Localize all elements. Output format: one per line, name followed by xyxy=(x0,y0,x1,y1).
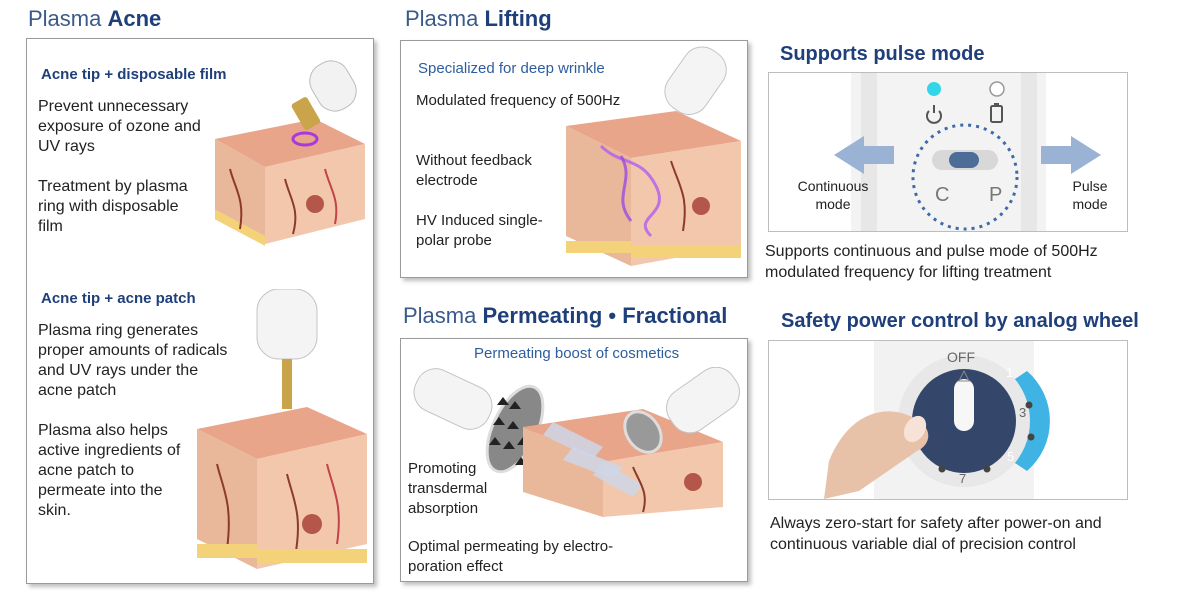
arrow-right-icon xyxy=(1041,136,1101,174)
dial-mark-5: 5 xyxy=(1007,449,1015,464)
continuous-mode-label: Continuous mode xyxy=(797,178,869,212)
permeating-tagline: Permeating boost of cosmetics xyxy=(474,345,680,362)
acne-panel: Acne tip + disposable film Prevent unnec… xyxy=(26,38,374,584)
lifting-point-1: Modulated frequency of 500Hz xyxy=(416,92,621,109)
acne-patch-skin-illustration xyxy=(197,289,367,569)
pulse-section-title: Supports pulse mode xyxy=(780,43,985,65)
permeating-point-2: Optimal permeating by electro-poration e… xyxy=(408,538,614,575)
permeating-panel: Permeating boost of cosmetics Promoting … xyxy=(400,338,748,582)
safety-panel: OFF 1 3 5 7 xyxy=(768,340,1128,500)
acne-patch-point-1: Plasma ring generates proper amounts of … xyxy=(38,322,228,399)
finger-illustration xyxy=(824,411,929,499)
dial-mark-1: 1 xyxy=(1006,365,1014,380)
safety-caption: Always zero-start for safety after power… xyxy=(770,515,1102,553)
lifting-point-2: Without feedback electrode xyxy=(416,152,532,189)
pulse-device-illustration xyxy=(834,73,1101,231)
lifting-panel: Specialized for deep wrinkle Modulated f… xyxy=(400,40,748,278)
lifting-section-title: Plasma Lifting xyxy=(405,6,552,32)
safety-section-title: Safety power control by analog wheel xyxy=(781,310,1139,332)
permeating-section-title: Plasma Permeating • Fractional xyxy=(403,303,727,329)
permeating-title-light: Plasma xyxy=(403,303,477,328)
dial-mark-3: 3 xyxy=(1019,405,1027,420)
acne-title-light: Plasma xyxy=(28,6,102,31)
permeating-point-1: Promoting transdermal absorption xyxy=(408,460,488,517)
dial-off-label: OFF xyxy=(947,349,975,365)
pulse-switch-p: P xyxy=(989,184,1003,206)
pulse-switch-c: C xyxy=(935,184,950,206)
acne-film-point-2: Treatment by plasma ring with disposable… xyxy=(38,178,188,235)
battery-led-icon xyxy=(989,81,1005,97)
lifting-title-bold: Lifting xyxy=(484,6,552,31)
lifting-point-3: HV Induced single-polar probe xyxy=(416,212,543,249)
lifting-title-light: Plasma xyxy=(405,6,479,31)
power-icon xyxy=(926,105,942,124)
mode-switch-knob[interactable] xyxy=(949,152,979,168)
acne-film-skin-illustration xyxy=(215,60,365,246)
acne-title-bold: Acne xyxy=(107,6,162,31)
permeating-title-bold: Permeating • Fractional xyxy=(482,303,728,328)
acne-patch-heading: Acne tip + acne patch xyxy=(41,290,196,307)
acne-patch-point-2: Plasma also helps active ingredients of … xyxy=(38,422,181,519)
pulse-panel: C P Continuous mode Pulse mode xyxy=(768,72,1128,232)
safety-dial-illustration xyxy=(824,341,1050,499)
lifting-tagline: Specialized for deep wrinkle xyxy=(418,60,605,77)
permeating-skin-illustration xyxy=(413,367,740,517)
pulse-mode-label: Pulse mode xyxy=(1072,178,1108,212)
acne-film-point-1: Prevent unnecessary exposure of ozone an… xyxy=(38,98,201,155)
acne-film-heading: Acne tip + disposable film xyxy=(41,66,227,83)
pulse-caption: Supports continuous and pulse mode of 50… xyxy=(765,243,1098,281)
power-led-icon xyxy=(927,82,941,96)
lifting-skin-illustration xyxy=(566,46,741,266)
dial-mark-7: 7 xyxy=(959,471,967,486)
arrow-left-icon xyxy=(834,136,894,174)
acne-section-title: Plasma Acne xyxy=(28,6,161,32)
dial-handle xyxy=(954,379,974,431)
